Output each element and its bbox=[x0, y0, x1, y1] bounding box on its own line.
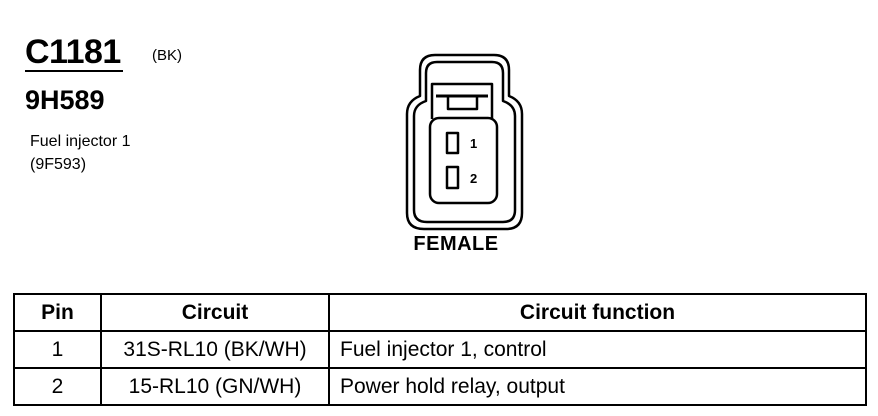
pin-1-label: 1 bbox=[470, 136, 477, 151]
cell-pin: 2 bbox=[13, 367, 102, 406]
connector-color-code: (BK) bbox=[152, 47, 182, 64]
cell-circuit-function: Power hold relay, output bbox=[328, 367, 867, 406]
header-circuit: Circuit bbox=[100, 293, 330, 332]
table-header-row: Pin Circuit Circuit function bbox=[13, 293, 867, 332]
cell-circuit-function: Fuel injector 1, control bbox=[328, 330, 867, 369]
connector-housing-outer bbox=[405, 53, 524, 231]
connector-body bbox=[428, 116, 499, 205]
harness-number: 9H589 bbox=[25, 85, 105, 115]
connector-latch-tab bbox=[446, 96, 479, 111]
table-body: 1 31S-RL10 (BK/WH) Fuel injector 1, cont… bbox=[13, 330, 867, 406]
component-part-number: (9F593) bbox=[30, 156, 87, 173]
table-header: Pin Circuit Circuit function bbox=[13, 293, 867, 332]
pin-1-cavity bbox=[445, 131, 460, 155]
pin-2-cavity bbox=[445, 165, 460, 190]
connector-latch bbox=[430, 82, 494, 119]
table-row: 1 31S-RL10 (BK/WH) Fuel injector 1, cont… bbox=[13, 330, 867, 369]
cell-circuit: 15-RL10 (GN/WH) bbox=[100, 367, 330, 406]
table-row: 2 15-RL10 (GN/WH) Power hold relay, outp… bbox=[13, 367, 867, 406]
connector-id: C1181 bbox=[25, 33, 121, 71]
connector-face-diagram: 1 2 bbox=[405, 53, 524, 231]
connector-housing-inner bbox=[412, 60, 517, 224]
pin-2-label: 2 bbox=[470, 171, 477, 186]
cell-pin: 1 bbox=[13, 330, 102, 369]
cell-circuit: 31S-RL10 (BK/WH) bbox=[100, 330, 330, 369]
pinout-table: Pin Circuit Circuit function 1 31S-RL10 … bbox=[13, 293, 867, 406]
header-circuit-function: Circuit function bbox=[328, 293, 867, 332]
connector-description: Fuel injector 1 bbox=[30, 133, 131, 150]
header-pin: Pin bbox=[13, 293, 102, 332]
connector-gender-label: FEMALE bbox=[413, 233, 499, 255]
connector-id-underline bbox=[25, 70, 123, 72]
